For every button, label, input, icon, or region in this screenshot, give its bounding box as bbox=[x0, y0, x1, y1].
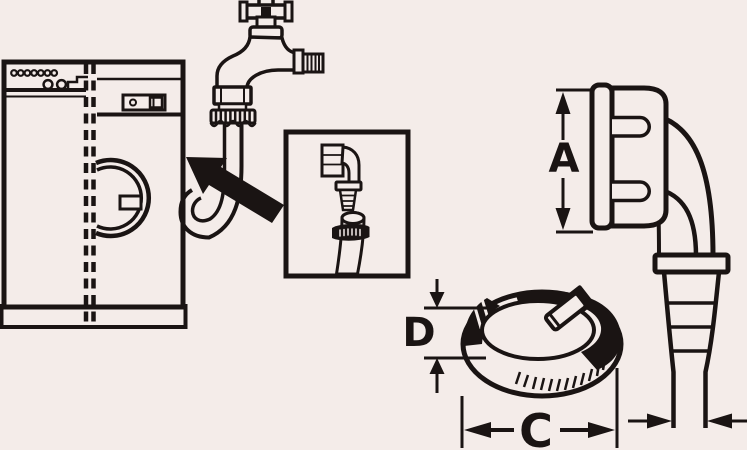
dim-label-d: D bbox=[402, 310, 435, 356]
machine-control-dots bbox=[10, 69, 59, 77]
machine-front-panel bbox=[6, 69, 88, 98]
panel-step-line bbox=[66, 75, 88, 92]
arrow-down-icon bbox=[555, 208, 571, 230]
machine-side-section bbox=[95, 77, 181, 239]
hose-clamp-figure: D C bbox=[402, 279, 624, 450]
inset-hose-clamp-band bbox=[332, 223, 370, 241]
washing-machine bbox=[0, 59, 188, 329]
dimension-a: A bbox=[549, 88, 593, 234]
arrow-left-icon bbox=[464, 422, 491, 438]
hose-end-width-arrows bbox=[628, 413, 747, 429]
inset-detail-box bbox=[283, 129, 411, 279]
arrow-right-icon bbox=[647, 413, 672, 429]
machine-door bbox=[95, 157, 152, 239]
spout-threaded-tip bbox=[301, 52, 325, 74]
arrow-up-icon bbox=[555, 92, 571, 114]
tap-cross-handle bbox=[238, 0, 294, 23]
dimension-d: D bbox=[402, 279, 492, 393]
clamp-screw bbox=[543, 285, 595, 332]
arrow-up-icon bbox=[429, 358, 445, 374]
water-tap bbox=[209, 0, 325, 128]
machine-knobs bbox=[42, 78, 68, 91]
tap-body bbox=[215, 35, 298, 90]
arrow-right-icon bbox=[588, 422, 615, 438]
arrow-left-icon bbox=[707, 413, 732, 429]
machine-dashed-split bbox=[83, 64, 96, 326]
door-handle bbox=[118, 194, 143, 211]
inset-hose-with-clamp bbox=[332, 211, 370, 276]
tap-hose-nut bbox=[209, 85, 257, 128]
hose-clamp bbox=[460, 285, 624, 399]
dim-label-c: C bbox=[519, 404, 553, 450]
dim-label-a: A bbox=[549, 136, 580, 182]
detergent-drawer bbox=[121, 93, 167, 112]
clamp-perforations bbox=[514, 357, 607, 392]
connection-arrow-icon bbox=[186, 157, 284, 223]
connector-hose-tail bbox=[652, 252, 731, 428]
connector-threaded-cap bbox=[589, 82, 669, 231]
hose-connector-a: A bbox=[549, 82, 747, 429]
dimension-c: C bbox=[460, 368, 619, 450]
inset-elbow-connector bbox=[320, 143, 363, 212]
arrow-down-icon bbox=[429, 292, 445, 308]
